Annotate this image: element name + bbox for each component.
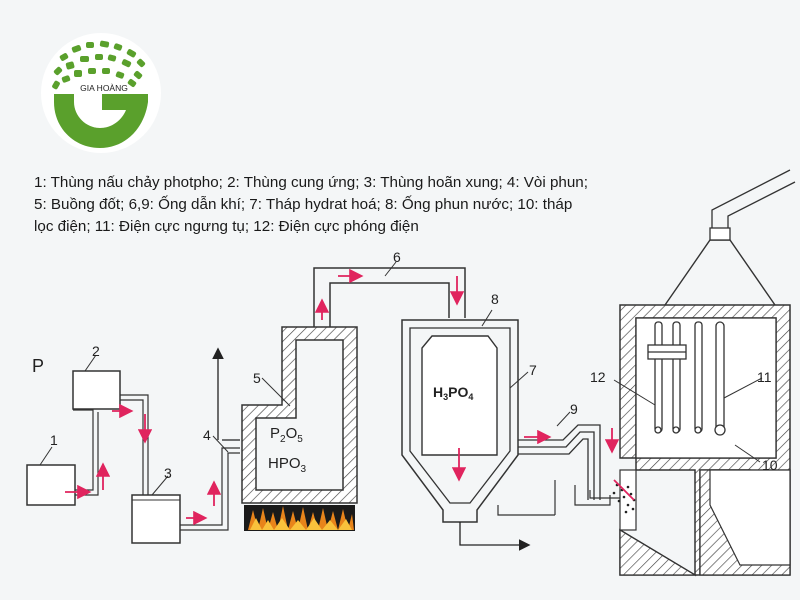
leader-4 bbox=[212, 435, 229, 453]
caption-line-3: lọc điện; 11: Điện cực ngưng tụ; 12: Điệ… bbox=[34, 218, 419, 235]
leader-10 bbox=[734, 444, 761, 463]
logo-leaf-pattern bbox=[52, 40, 146, 90]
pipe-3-nozzle bbox=[180, 447, 240, 526]
exhaust-hood bbox=[664, 239, 776, 306]
leader-9 bbox=[556, 411, 571, 427]
flow-arrows bbox=[65, 268, 635, 526]
leader-6 bbox=[384, 261, 397, 277]
hydration-tower-7 bbox=[401, 319, 519, 523]
label-10: 10 bbox=[762, 457, 778, 473]
label-7: 7 bbox=[529, 362, 537, 378]
leader-2 bbox=[84, 354, 97, 372]
logo-g-letter bbox=[54, 94, 148, 148]
leader-12 bbox=[613, 379, 656, 406]
label-6: 6 bbox=[393, 249, 401, 265]
h3po4-formula: H3PO4 bbox=[433, 384, 473, 402]
acid-outlet-arrow bbox=[459, 522, 531, 551]
gas-duct-6-outer bbox=[313, 267, 466, 327]
p2o5-formula: P2O5 bbox=[270, 425, 303, 445]
leader-1 bbox=[39, 446, 53, 466]
tank-3-buffer bbox=[131, 494, 181, 544]
collector-electrode-11 bbox=[694, 321, 703, 433]
combustion-chamber-5-wall bbox=[241, 326, 358, 504]
gas-duct-6-inner bbox=[329, 282, 450, 327]
label-5: 5 bbox=[253, 370, 261, 386]
hpo3-formula: HPO3 bbox=[268, 455, 307, 475]
label-8: 8 bbox=[491, 291, 499, 307]
caption-line-1: 1: Thùng nấu chảy photpho; 2: Thùng cung… bbox=[34, 174, 588, 191]
logo-brand-text: GIA HOÀNG bbox=[80, 83, 128, 93]
pipe-1-2 bbox=[73, 409, 94, 491]
pipe-2-3 bbox=[120, 394, 149, 495]
leader-8 bbox=[481, 309, 493, 327]
leader-3 bbox=[151, 475, 169, 496]
label-2: 2 bbox=[92, 343, 100, 359]
label-1: 1 bbox=[50, 432, 58, 448]
leader-5 bbox=[261, 377, 291, 407]
burner-fire bbox=[244, 505, 355, 531]
flow-arrow bbox=[613, 479, 635, 501]
label-9: 9 bbox=[570, 401, 578, 417]
tank-2-supply bbox=[72, 370, 121, 410]
exhaust-stack bbox=[711, 169, 791, 228]
tank-1-melting bbox=[26, 464, 76, 506]
phosphorus-label: P bbox=[32, 356, 44, 376]
spray-tube-8 bbox=[421, 335, 498, 456]
diagram-caption: 1: Thùng nấu chảy photpho; 2: Thùng cung… bbox=[34, 172, 724, 238]
leader-11 bbox=[723, 377, 763, 399]
label-4: 4 bbox=[203, 427, 211, 443]
discharge-electrode-12 bbox=[654, 321, 663, 433]
leader-7 bbox=[509, 371, 529, 389]
label-12: 12 bbox=[590, 369, 606, 385]
label-11: 11 bbox=[757, 369, 772, 385]
electrodes bbox=[647, 321, 726, 436]
gia-hoang-logo: GIA HOÀNG bbox=[41, 33, 161, 153]
caption-line-2: 5: Buồng đốt; 6,9: Ống dẫn khí; 7: Tháp … bbox=[34, 196, 573, 213]
label-3: 3 bbox=[164, 465, 172, 481]
